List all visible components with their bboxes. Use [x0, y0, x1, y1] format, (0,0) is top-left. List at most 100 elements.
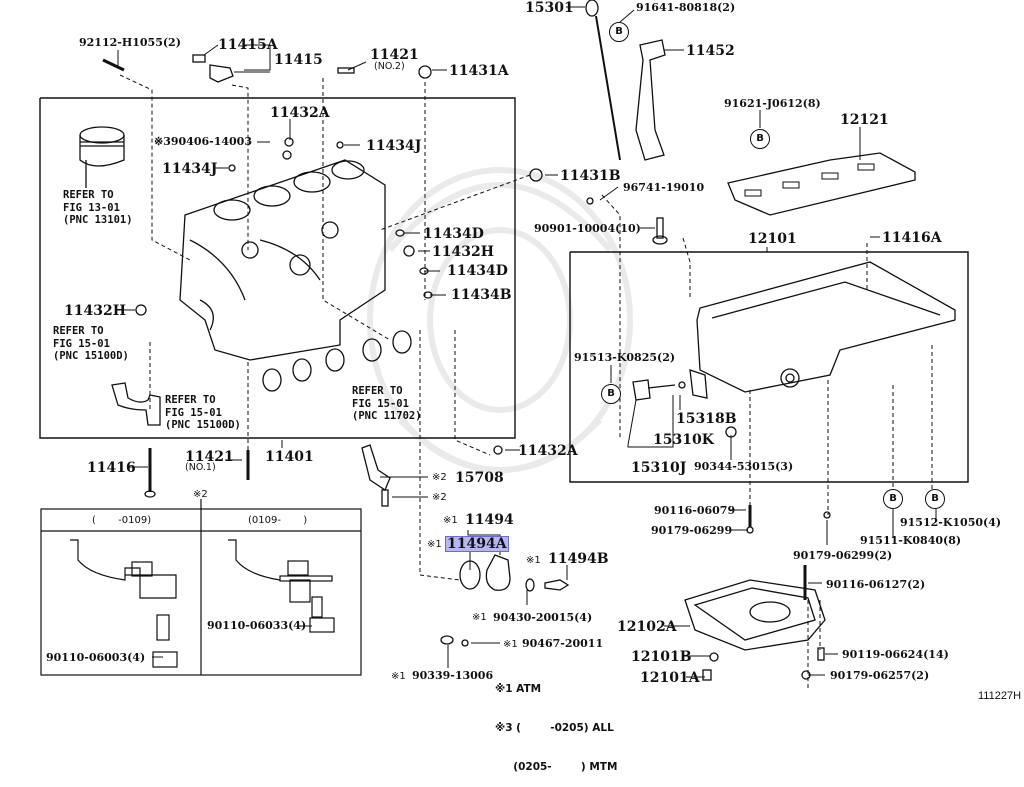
- part-label-11494[interactable]: 11494: [465, 512, 514, 528]
- part-label-12101a[interactable]: 12101A: [640, 670, 700, 686]
- part-label-90430-20015[interactable]: 90430-20015(4): [493, 611, 593, 624]
- part-label-11416[interactable]: 11416: [87, 460, 136, 476]
- part-label-90179-06257[interactable]: 90179-06257(2): [830, 669, 930, 682]
- part-label-11416a[interactable]: 11416A: [882, 230, 942, 246]
- part-label-11401[interactable]: 11401: [265, 449, 314, 465]
- part-label-11494a-highlighted[interactable]: 11494A: [445, 536, 509, 552]
- variant-left-drawing: [70, 539, 178, 668]
- part-label-11494b[interactable]: 11494B: [548, 551, 609, 567]
- part-sublabel-no2: (NO.2): [374, 61, 405, 72]
- part-label-12101[interactable]: 12101: [748, 231, 797, 247]
- callout-b-icon: B: [925, 489, 945, 509]
- note-mark-11494: ※1: [443, 515, 458, 526]
- reference-fig-15-01-bearings[interactable]: REFER TO FIG 15-01 (PNC 11702): [352, 385, 422, 423]
- oil-pan-frame: [569, 251, 969, 483]
- variant-header-right: (0109- ): [248, 515, 308, 526]
- variant-right-drawing: [228, 539, 335, 633]
- part-label-12102a[interactable]: 12102A: [617, 619, 677, 635]
- part-label-11434j-left[interactable]: 11434J: [162, 161, 218, 177]
- figure-id: 111227H: [978, 690, 1022, 702]
- note-mark-variant-box: ※2: [193, 489, 208, 500]
- note-mark-90430: ※1: [472, 612, 487, 623]
- part-label-96741-19010[interactable]: 96741-19010: [623, 181, 705, 194]
- part-label-15310k[interactable]: 15310K: [653, 432, 714, 448]
- part-label-11434d-1[interactable]: 11434D: [423, 226, 484, 242]
- oil-pan-no2: [684, 579, 826, 651]
- note-mark-11494a: ※1: [427, 539, 442, 550]
- part-label-90344-53015[interactable]: 90344-53015(3): [694, 460, 794, 473]
- dipstick-guide: [635, 39, 666, 161]
- baffle-slots: [744, 163, 875, 197]
- part-label-11432a-bottom[interactable]: 11432A: [518, 443, 578, 459]
- part-label-11421-no1[interactable]: 11421: [185, 449, 234, 465]
- part-label-390406-14003[interactable]: ※390406-14003: [154, 135, 252, 148]
- part-label-91513-k0825[interactable]: 91513-K0825(2): [574, 351, 676, 364]
- part-label-90110-06003[interactable]: 90110-06003(4): [46, 651, 146, 664]
- part-label-90116-06079[interactable]: 90116-06079: [654, 504, 736, 517]
- bearing-cap: [111, 382, 161, 426]
- variant-header-left: ( -0109): [92, 515, 152, 526]
- callout-b-icon: B: [609, 22, 629, 42]
- part-label-92112-h1055[interactable]: 92112-H1055(2): [79, 36, 181, 49]
- part-label-90339-13006[interactable]: 90339-13006: [412, 669, 494, 682]
- cylinder-block: [179, 159, 386, 361]
- part-label-15301[interactable]: 15301: [525, 0, 574, 16]
- callout-b-icon: B: [750, 129, 770, 149]
- part-label-15708[interactable]: 15708: [455, 470, 504, 486]
- part-label-90119-06624[interactable]: 90119-06624(14): [842, 648, 949, 661]
- reference-fig-15-01-bottom[interactable]: REFER TO FIG 15-01 (PNC 15100D): [165, 394, 241, 432]
- part-label-11431b[interactable]: 11431B: [560, 168, 621, 184]
- variant-box: [40, 499, 362, 676]
- note-mark-15708: ※2: [432, 472, 447, 483]
- part-label-11421-no2[interactable]: 11421: [370, 47, 419, 63]
- main-bearings: [262, 330, 412, 392]
- part-label-91511-k0840[interactable]: 91511-K0840(8): [860, 534, 962, 547]
- part-label-11432h-left[interactable]: 11432H: [64, 303, 126, 319]
- part-label-11431a[interactable]: 11431A: [449, 63, 509, 79]
- parts-diagram-drawing: [39, 0, 969, 690]
- note-mark-11494b: ※1: [526, 555, 541, 566]
- part-label-15318b[interactable]: 15318B: [676, 411, 737, 427]
- part-label-11452[interactable]: 11452: [686, 43, 735, 59]
- part-label-11432h-right[interactable]: 11432H: [432, 244, 494, 260]
- part-label-11415[interactable]: 11415: [274, 52, 323, 68]
- piston-drawing: [79, 126, 125, 188]
- part-label-12121[interactable]: 12121: [840, 112, 889, 128]
- part-label-90901-10004[interactable]: 90901-10004(10): [534, 222, 641, 235]
- footnote-1: ※1 ATM: [495, 683, 542, 695]
- part-label-90110-06033[interactable]: 90110-06033(4): [207, 619, 307, 632]
- leader-lines-dashed: [119, 74, 933, 690]
- note-mark-90467: ※1: [503, 639, 518, 650]
- part-label-11434j-right[interactable]: 11434J: [366, 138, 422, 154]
- baffle-plate: [727, 152, 916, 216]
- part-label-91641-80818[interactable]: 91641-80818(2): [636, 1, 736, 14]
- part-label-91621-j0612[interactable]: 91621-J0612(8): [724, 97, 821, 110]
- note-mark-bolt: ※2: [432, 492, 447, 503]
- part-sublabel-no1: (NO.1): [185, 462, 216, 473]
- part-label-11432a-top[interactable]: 11432A: [270, 105, 330, 121]
- part-label-90179-06299[interactable]: 90179-06299: [651, 524, 733, 537]
- reference-fig-13-01[interactable]: REFER TO FIG 13-01 (PNC 13101): [63, 189, 133, 227]
- part-label-11415a[interactable]: 11415A: [218, 37, 278, 53]
- part-label-90467-20011[interactable]: 90467-20011: [522, 637, 604, 650]
- footnote-3-cont: (0205- ) MTM: [495, 761, 618, 773]
- part-label-11434d-2[interactable]: 11434D: [447, 263, 508, 279]
- part-label-12101b[interactable]: 12101B: [631, 649, 692, 665]
- footnotes: ※1 ATM ※3 ( -0205) ALL (0205- ) MTM: [495, 657, 617, 787]
- reference-fig-15-01-left[interactable]: REFER TO FIG 15-01 (PNC 15100D): [53, 325, 129, 363]
- footnote-3: ※3 ( -0205) ALL: [495, 722, 614, 734]
- oil-pan-no1: [696, 261, 956, 393]
- callout-b-icon: B: [883, 489, 903, 509]
- callout-b-icon: B: [601, 384, 621, 404]
- dipstick: [585, 0, 621, 161]
- fasteners: [102, 54, 831, 681]
- note-mark-90339: ※1: [391, 671, 406, 682]
- block-frame: [39, 97, 516, 439]
- part-label-90116-06127[interactable]: 90116-06127(2): [826, 578, 926, 591]
- watermark-emblem: [367, 167, 633, 473]
- part-label-90179-06299-2[interactable]: 90179-06299(2): [793, 549, 893, 562]
- part-label-91512-k1050[interactable]: 91512-K1050(4): [900, 516, 1002, 529]
- part-label-15310j[interactable]: 15310J: [631, 460, 687, 476]
- oil-strainer: [632, 369, 737, 438]
- part-label-11434b[interactable]: 11434B: [451, 287, 512, 303]
